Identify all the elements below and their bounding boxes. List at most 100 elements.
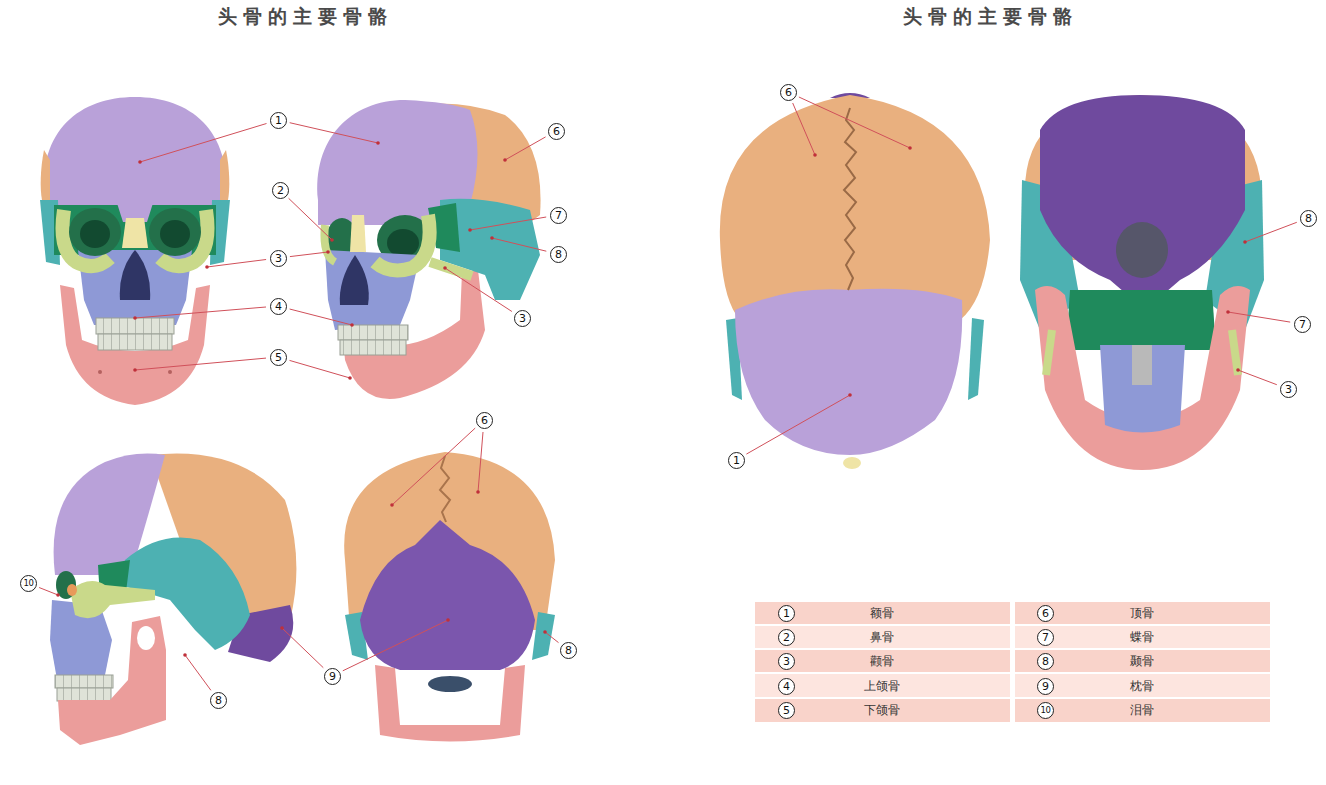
table-cell: 顶骨 — [1130, 605, 1154, 622]
callout-number: 10 — [20, 575, 37, 592]
callout-number: 7 — [1037, 629, 1054, 646]
callout-number: 1 — [270, 112, 287, 129]
inferior-view — [1020, 95, 1264, 470]
leader-line — [185, 655, 211, 690]
callout-number: 1 — [728, 452, 745, 469]
leader-line — [1228, 312, 1290, 322]
leader-dot — [326, 250, 330, 254]
callout-number: 4 — [270, 298, 287, 315]
leader-dot — [468, 228, 472, 232]
leader-dot — [390, 503, 394, 507]
table-cell: 鼻骨 — [870, 629, 894, 646]
callout-number: 3 — [1280, 381, 1297, 398]
leader-dot — [443, 266, 447, 270]
page-title: 头骨的主要骨骼 — [218, 4, 393, 30]
table-cell: 额骨 — [870, 605, 894, 622]
leader-dot — [503, 158, 507, 162]
leader-line — [290, 309, 352, 325]
top-view — [720, 93, 990, 469]
callout-number: 7 — [1294, 316, 1311, 333]
callout-number: 3 — [778, 653, 795, 670]
lateral-view — [50, 453, 296, 745]
leader-line — [799, 97, 910, 148]
table-cell: 颧骨 — [870, 653, 894, 670]
leader-line — [392, 428, 475, 505]
table-cell: 颞骨 — [1130, 653, 1154, 670]
leader-dot — [133, 368, 137, 372]
callout-number: 8 — [550, 246, 567, 263]
leader-line — [290, 123, 378, 143]
leader-dot — [280, 626, 284, 630]
leader-line — [207, 260, 266, 268]
callout-number: 3 — [270, 250, 287, 267]
leader-dot — [376, 141, 380, 145]
table-cell: 蝶骨 — [1130, 629, 1154, 646]
leader-dot — [350, 323, 354, 327]
callout-number: 5 — [270, 349, 287, 366]
callout-number: 8 — [560, 642, 577, 659]
callout-number: 8 — [210, 692, 227, 709]
leader-line — [282, 628, 323, 668]
leader-line — [39, 588, 58, 596]
leader-dot — [205, 265, 209, 269]
rear-view — [344, 452, 555, 742]
leader-line — [793, 103, 815, 155]
leader-dot — [348, 376, 352, 380]
callout-number: 6 — [780, 84, 797, 101]
leader-dot — [1243, 240, 1247, 244]
callout-number: 10 — [1037, 702, 1054, 719]
leader-dot — [446, 618, 450, 622]
leader-line — [1238, 370, 1277, 385]
leader-line — [746, 395, 850, 454]
leader-dot — [330, 238, 334, 242]
leader-dot — [138, 160, 142, 164]
leader-dot — [543, 630, 547, 634]
leader-dot — [1236, 368, 1240, 372]
leader-dot — [183, 653, 187, 657]
leader-dot — [908, 146, 912, 150]
leader-line — [505, 137, 546, 160]
callout-number: 4 — [778, 678, 795, 695]
callout-number: 5 — [778, 702, 795, 719]
leader-line — [290, 252, 328, 257]
leader-line — [445, 268, 512, 312]
callout-number: 7 — [550, 207, 567, 224]
callout-number: 9 — [324, 668, 341, 685]
leader-line — [289, 198, 332, 240]
callout-number: 1 — [778, 605, 795, 622]
leader-dot — [490, 236, 494, 240]
leader-dot — [1226, 310, 1230, 314]
leader-line — [470, 217, 546, 230]
leader-line — [478, 432, 483, 492]
table-cell: 枕骨 — [1130, 678, 1154, 695]
callout-number: 2 — [778, 629, 795, 646]
leader-line — [135, 358, 266, 370]
leader-dot — [56, 593, 60, 597]
callout-number: 6 — [1037, 605, 1054, 622]
callout-number: 6 — [548, 123, 565, 140]
leader-dot — [848, 393, 852, 397]
callout-number: 2 — [272, 182, 289, 199]
leader-line — [290, 360, 351, 378]
callout-number: 8 — [1300, 210, 1317, 227]
callout-number: 6 — [476, 412, 493, 429]
leader-dot — [476, 490, 480, 494]
page-title: 头骨的主要骨骼 — [903, 4, 1078, 30]
table-cell: 泪骨 — [1130, 702, 1154, 719]
leader-line — [492, 238, 546, 251]
callout-number: 8 — [1037, 653, 1054, 670]
table-cell: 下颌骨 — [864, 702, 900, 719]
oblique-view — [317, 100, 540, 399]
leader-line — [343, 620, 448, 671]
table-cell: 上颌骨 — [864, 678, 900, 695]
leader-dot — [813, 153, 817, 157]
leader-line — [140, 124, 267, 163]
leader-line — [135, 307, 266, 318]
callout-number: 3 — [514, 310, 531, 327]
leader-dot — [133, 316, 137, 320]
leader-line — [545, 632, 559, 643]
callout-number: 9 — [1037, 678, 1054, 695]
